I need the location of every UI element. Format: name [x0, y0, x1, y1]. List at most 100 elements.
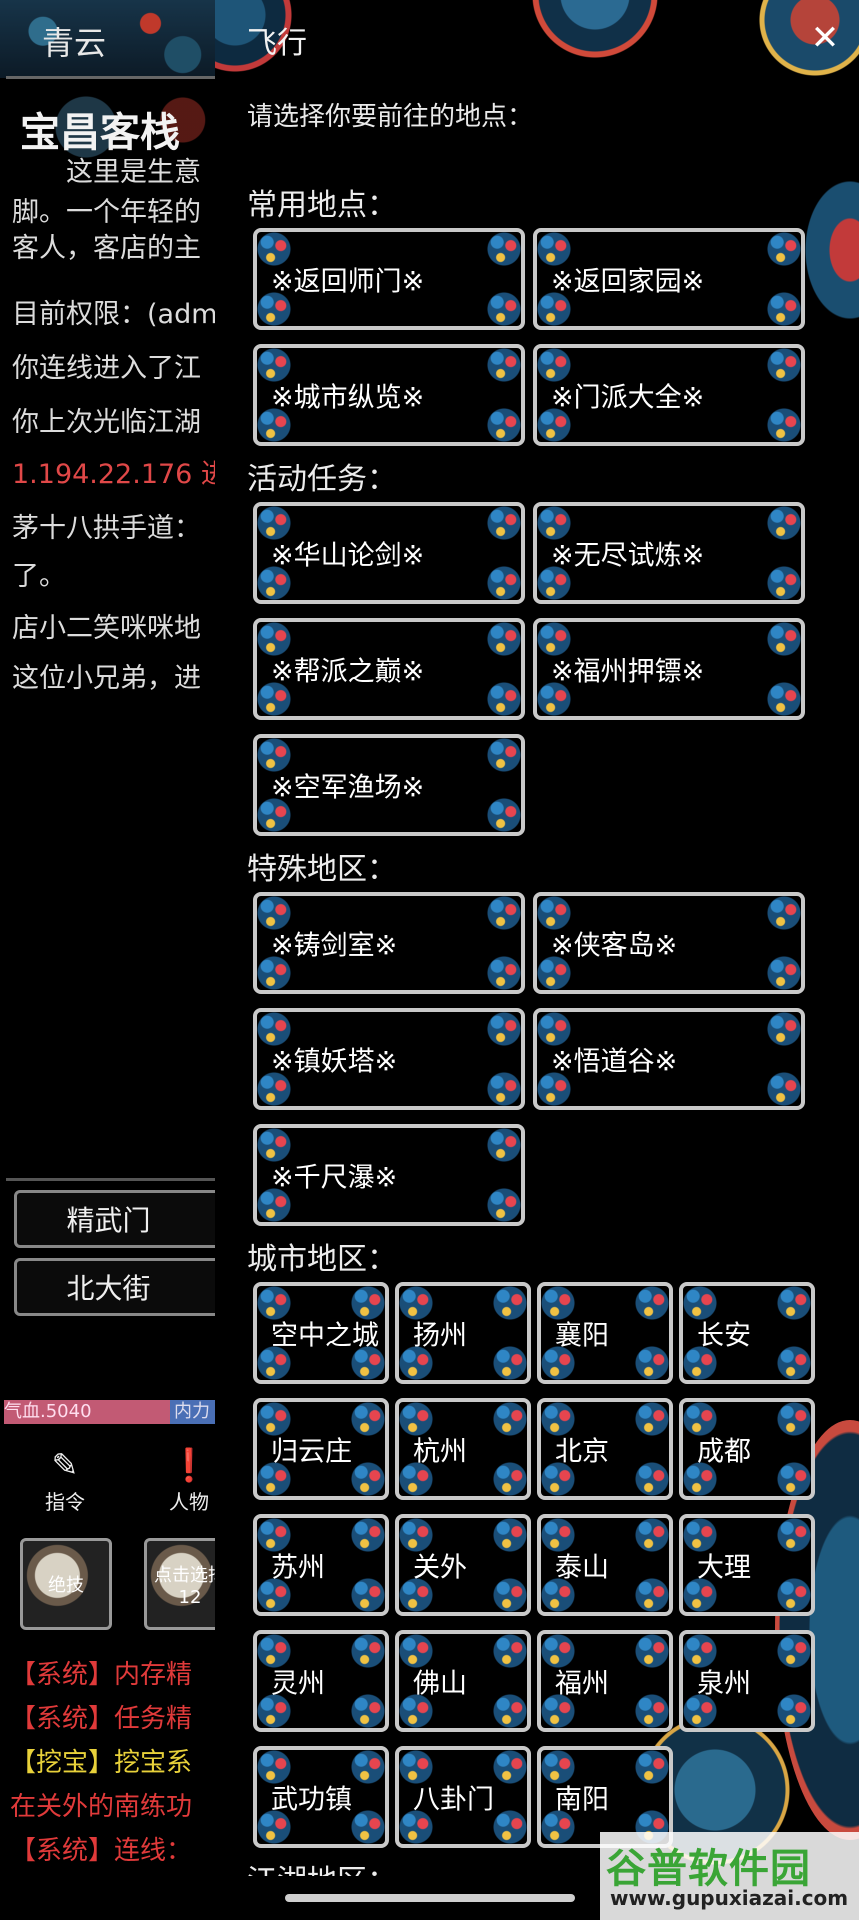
destination-label: 苏州 [271, 1552, 325, 1584]
left-divider [6, 1178, 215, 1181]
skill-slot-1[interactable]: 绝技 [20, 1538, 112, 1630]
destination-label: ※镇妖塔※ [271, 1046, 398, 1078]
mp-bar [170, 1400, 215, 1424]
system-message-line: 在关外的南练功 [10, 1786, 192, 1823]
cloud-corner-icon [257, 1518, 291, 1552]
system-message-line: 【系统】内存精 [10, 1654, 192, 1691]
cloud-corner-icon [537, 232, 571, 266]
cloud-corner-icon [351, 1462, 385, 1496]
destination-button[interactable]: ※镇妖塔※ [253, 1008, 525, 1110]
destination-button[interactable]: ※侠客岛※ [533, 892, 805, 994]
destination-button[interactable]: 关外 [395, 1514, 531, 1616]
destination-button[interactable]: 八卦门 [395, 1746, 531, 1848]
destination-label: 八卦门 [413, 1784, 494, 1816]
cloud-corner-icon [487, 622, 521, 656]
room-description-line: 目前权限：(adm [12, 299, 215, 330]
destination-button[interactable]: ※城市纵览※ [253, 344, 525, 446]
system-message-line: 【挖宝】挖宝系 [10, 1742, 192, 1779]
corner-ornament [515, 0, 675, 70]
room-description-line: 茅十八拱手道： [12, 513, 201, 544]
cloud-corner-icon [351, 1518, 385, 1552]
room-description-line: 客人，客店的主 [12, 233, 201, 264]
skill-slot-2[interactable]: 点击选择12 [144, 1538, 215, 1630]
cloud-corner-icon [541, 1578, 575, 1612]
destination-button[interactable]: 大理 [679, 1514, 815, 1616]
destination-button[interactable]: ※门派大全※ [533, 344, 805, 446]
exit-button[interactable]: 精武门 [14, 1190, 215, 1248]
destination-button[interactable]: 佛山 [395, 1630, 531, 1732]
cloud-corner-icon [399, 1750, 433, 1784]
cloud-corner-icon [767, 1012, 801, 1046]
dialog-title: 飞行 [247, 26, 307, 61]
cloud-corner-icon [493, 1518, 527, 1552]
destination-button[interactable]: ※空军渔场※ [253, 734, 525, 836]
character-button[interactable]: ❗ 人物 [154, 1446, 215, 1515]
left-tab-qingyun[interactable]: 青云 [42, 24, 107, 62]
cloud-corner-icon [635, 1694, 669, 1728]
cloud-corner-icon [493, 1810, 527, 1844]
destination-label: 佛山 [413, 1668, 467, 1700]
cloud-corner-icon [493, 1346, 527, 1380]
cloud-corner-icon [257, 622, 291, 656]
system-message-text: 连线： [114, 1836, 193, 1866]
destination-button[interactable]: 泉州 [679, 1630, 815, 1732]
cloud-corner-icon [537, 292, 571, 326]
destination-button[interactable]: ※帮派之巅※ [253, 618, 525, 720]
cloud-corner-icon [767, 566, 801, 600]
destination-button[interactable]: 南阳 [537, 1746, 673, 1848]
cloud-corner-icon [537, 1072, 571, 1106]
destination-button[interactable]: 归云庄 [253, 1398, 389, 1500]
cloud-corner-icon [541, 1518, 575, 1552]
destination-button[interactable]: 扬州 [395, 1282, 531, 1384]
system-message-text: 在关外的南练功 [10, 1792, 193, 1822]
destination-button[interactable]: ※福州押镖※ [533, 618, 805, 720]
destination-button[interactable]: ※返回师门※ [253, 228, 525, 330]
header-divider [6, 76, 215, 79]
system-message-tag: 【系统】 [10, 1704, 115, 1734]
alert-icon: ❗ [169, 1446, 209, 1484]
destination-button[interactable]: 长安 [679, 1282, 815, 1384]
cloud-corner-icon [257, 566, 291, 600]
cloud-corner-icon [257, 956, 291, 990]
cloud-corner-icon [537, 348, 571, 382]
destination-button[interactable]: 苏州 [253, 1514, 389, 1616]
destination-button[interactable]: 泰山 [537, 1514, 673, 1616]
destination-button[interactable]: 北京 [537, 1398, 673, 1500]
cloud-corner-icon [777, 1346, 811, 1380]
destination-button[interactable]: ※返回家园※ [533, 228, 805, 330]
cloud-corner-icon [487, 506, 521, 540]
destination-button[interactable]: ※铸剑室※ [253, 892, 525, 994]
home-indicator[interactable] [285, 1894, 575, 1902]
cloud-corner-icon [257, 1286, 291, 1320]
mp-text: 内力 [174, 1401, 210, 1422]
destination-label: 长安 [697, 1320, 751, 1352]
command-button[interactable]: ✎ 指令 [30, 1446, 100, 1515]
section-title: 活动任务： [247, 462, 397, 497]
cloud-corner-icon [257, 232, 291, 266]
cloud-corner-icon [487, 1128, 521, 1162]
system-message-text: 任务精 [114, 1704, 193, 1734]
cloud-corner-icon [537, 566, 571, 600]
destination-button[interactable]: 灵州 [253, 1630, 389, 1732]
watermark-logo: 谷普软件园 [606, 1846, 811, 1892]
destination-button[interactable]: 空中之城 [253, 1282, 389, 1384]
destination-button[interactable]: ※悟道谷※ [533, 1008, 805, 1110]
destination-button[interactable]: 杭州 [395, 1398, 531, 1500]
cloud-corner-icon [257, 1634, 291, 1668]
destination-button[interactable]: 武功镇 [253, 1746, 389, 1848]
destination-label: 南阳 [555, 1784, 609, 1816]
cloud-corner-icon [777, 1578, 811, 1612]
close-icon[interactable]: ✕ [810, 18, 840, 58]
destination-label: 杭州 [413, 1436, 467, 1468]
destination-button[interactable]: ※千尺瀑※ [253, 1124, 525, 1226]
cloud-corner-icon [487, 1072, 521, 1106]
destination-button[interactable]: 襄阳 [537, 1282, 673, 1384]
destination-button[interactable]: 成都 [679, 1398, 815, 1500]
exit-button[interactable]: 北大街 [14, 1258, 215, 1316]
destination-button[interactable]: ※无尽试炼※ [533, 502, 805, 604]
room-description-line: 1.194.22.176 进 [12, 459, 215, 490]
destination-button[interactable]: ※华山论剑※ [253, 502, 525, 604]
destination-button[interactable]: 福州 [537, 1630, 673, 1732]
cloud-corner-icon [767, 682, 801, 716]
